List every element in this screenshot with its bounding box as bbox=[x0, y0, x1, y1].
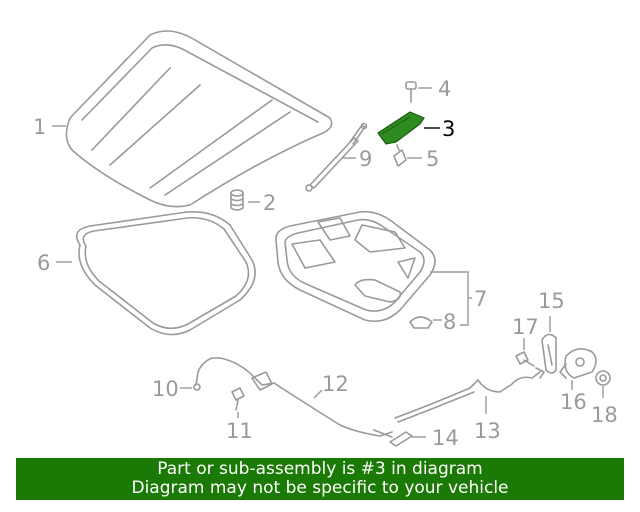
bolt-part-5 bbox=[393, 144, 407, 167]
callout-18: 18 bbox=[591, 403, 618, 427]
banner-line-1: Part or sub-assembly is #3 in diagram bbox=[157, 459, 483, 479]
bolt-part-4 bbox=[405, 81, 417, 103]
clip-part-8 bbox=[409, 316, 433, 329]
hood-seal bbox=[75, 211, 256, 336]
hood-panel bbox=[65, 30, 333, 208]
callout-6: 6 bbox=[37, 251, 50, 275]
callout-2: 2 bbox=[263, 191, 276, 215]
callout-11: 11 bbox=[226, 419, 253, 443]
support-strut bbox=[305, 122, 368, 192]
callout-14: 14 bbox=[432, 426, 459, 450]
hood-insulator bbox=[275, 210, 436, 323]
release-cable-rear bbox=[394, 367, 545, 423]
release-cable bbox=[219, 357, 393, 438]
callout-1: 1 bbox=[33, 115, 46, 139]
info-banner: Part or sub-assembly is #3 in diagram Di… bbox=[16, 458, 624, 500]
hood-latch bbox=[559, 348, 597, 379]
bolt-part-11 bbox=[231, 387, 245, 411]
callout-17: 17 bbox=[512, 315, 539, 339]
clip-part-14 bbox=[389, 431, 413, 447]
hood-hinge bbox=[377, 111, 425, 145]
callout-10: 10 bbox=[152, 377, 179, 401]
callout-4: 4 bbox=[438, 77, 451, 101]
release-handle bbox=[193, 357, 221, 391]
callout-8: 8 bbox=[443, 310, 456, 334]
banner-line-2: Diagram may not be specific to your vehi… bbox=[131, 478, 509, 498]
callout-5: 5 bbox=[426, 147, 439, 171]
callout-12: 12 bbox=[322, 372, 349, 396]
callout-13: 13 bbox=[474, 419, 501, 443]
callout-9: 9 bbox=[359, 147, 372, 171]
hood-striker bbox=[541, 333, 557, 374]
grommet bbox=[595, 370, 611, 386]
bolt-part-17 bbox=[515, 351, 535, 367]
callout-15: 15 bbox=[538, 289, 565, 313]
bumper-stop bbox=[230, 189, 244, 211]
callout-16: 16 bbox=[560, 390, 587, 414]
callout-7: 7 bbox=[474, 287, 487, 311]
callout-3: 3 bbox=[442, 117, 455, 141]
